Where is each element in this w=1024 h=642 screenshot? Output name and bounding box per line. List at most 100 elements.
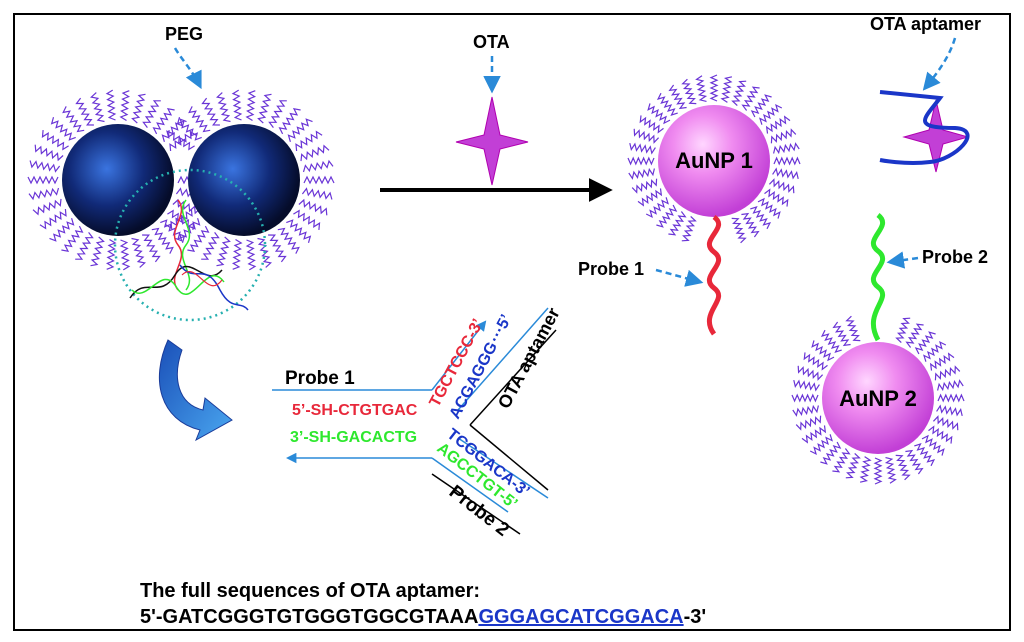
peg-chain <box>914 443 936 467</box>
peg-chain <box>731 217 747 244</box>
peg-chain <box>286 219 312 243</box>
peg-chain <box>768 178 795 194</box>
peg-corona-aunp1 <box>627 74 801 244</box>
aunp2-label: AuNP 2 <box>839 386 917 411</box>
probe2-sequence-3prime: 3’-SH-GACACTG <box>290 429 417 446</box>
peg-chain <box>142 234 161 263</box>
peg-chain <box>773 142 800 155</box>
peg-chain <box>895 454 911 481</box>
peg-chain <box>628 167 655 180</box>
peg-chain <box>268 100 287 128</box>
aunp2-sphere <box>822 342 934 454</box>
ota-aptamer-pointer-arrow <box>922 37 957 91</box>
peg-chain <box>731 80 747 107</box>
peg-chain <box>934 365 961 381</box>
peg-chain <box>791 393 819 403</box>
peg-chain <box>741 212 760 238</box>
peg-chain <box>131 93 146 124</box>
peg-corona-aunp2 <box>791 315 965 485</box>
peg-chain <box>921 434 945 456</box>
peg-chain <box>792 404 819 417</box>
peg-chain <box>859 456 872 483</box>
peg-chain <box>188 106 211 133</box>
caption-sequence: 5'-GATCGGGTGTGGGTGGCGTAAAGGGAGCATCGGACA-… <box>140 606 706 629</box>
probe2-pointer-arrow <box>886 251 919 269</box>
peg-chain <box>50 117 76 141</box>
peg-chain <box>151 227 174 254</box>
peg-chain <box>895 317 911 344</box>
peg-chain <box>873 457 883 485</box>
peg-chain <box>300 144 330 162</box>
probe1-sequence-5prime: 5’-SH-CTGTGAC <box>292 402 418 419</box>
peg-chain <box>62 106 85 133</box>
peg-chain <box>905 449 924 475</box>
peg-chain <box>681 215 697 242</box>
peg-chain <box>637 188 663 207</box>
peg-chain <box>884 457 897 484</box>
peg-chain <box>709 74 719 102</box>
peg-chain <box>245 239 257 271</box>
peg-chain <box>645 197 669 219</box>
peg-chain <box>937 393 965 403</box>
peg-chain <box>131 237 146 268</box>
peg-chain <box>34 144 64 162</box>
peg-chain <box>695 75 708 102</box>
peg-corona-left <box>27 89 209 271</box>
peg-chain <box>820 441 842 465</box>
peg-chain <box>75 97 94 126</box>
ota-aptamer-strand <box>879 90 970 165</box>
peg-chain <box>142 100 161 128</box>
probe2-right-label: Probe 2 <box>922 247 988 267</box>
peg-chain <box>287 118 313 142</box>
ota-aptamer-bound-star-icon <box>902 99 970 173</box>
probe2-strand <box>870 213 886 342</box>
peg-chain <box>765 115 791 134</box>
peg-chain <box>216 236 231 267</box>
peg-chain <box>49 218 75 242</box>
ota-star-icon <box>455 96 529 186</box>
caption-seq-prefix: 5'-GATCGGGTGTGGGTGGCGTAAA <box>140 606 479 628</box>
probe1-right-label: Probe 1 <box>578 259 644 279</box>
zoom-circle <box>113 168 267 322</box>
aggregated-nanoparticle-left <box>62 124 174 236</box>
ota-aptamer-top-label: OTA aptamer <box>870 14 981 34</box>
peg-chain <box>811 340 835 362</box>
peg-chain <box>293 209 321 230</box>
peg-chain <box>295 130 323 152</box>
peg-chain <box>90 92 105 123</box>
peg-chain <box>914 331 936 355</box>
peg-chain <box>257 93 272 124</box>
peg-corona-right <box>165 89 335 271</box>
peg-chain <box>90 236 105 267</box>
peg-chain <box>668 84 687 110</box>
peg-chain <box>797 365 824 381</box>
peg-chain <box>627 156 655 166</box>
peg-chain <box>201 232 220 260</box>
caption-seq-suffix: -3' <box>683 606 707 628</box>
peg-chain <box>167 130 195 151</box>
peg-chain <box>231 89 243 121</box>
peg-chain <box>936 404 963 417</box>
peg-chain <box>277 227 300 254</box>
peg-chain <box>770 128 797 144</box>
hybridization-schematic <box>272 307 557 535</box>
peg-chain <box>629 142 656 155</box>
peg-chain <box>41 130 69 151</box>
peg-chain <box>656 204 678 228</box>
peg-chain <box>175 218 201 242</box>
peg-label: PEG <box>165 24 203 44</box>
peg-chain <box>795 415 822 431</box>
aptamer-upper-end: ···5’ <box>487 312 516 346</box>
peg-chain <box>905 323 924 348</box>
peg-chain <box>757 197 781 219</box>
peg-chain <box>165 208 193 230</box>
peg-chain <box>28 187 60 201</box>
peg-chain <box>303 175 335 185</box>
dna-helix-crossing <box>129 264 249 311</box>
peg-chain <box>633 128 660 144</box>
peg-chain <box>803 352 828 371</box>
peg-chain <box>278 107 301 135</box>
peg-chain <box>32 198 62 216</box>
peg-chain <box>39 208 67 230</box>
